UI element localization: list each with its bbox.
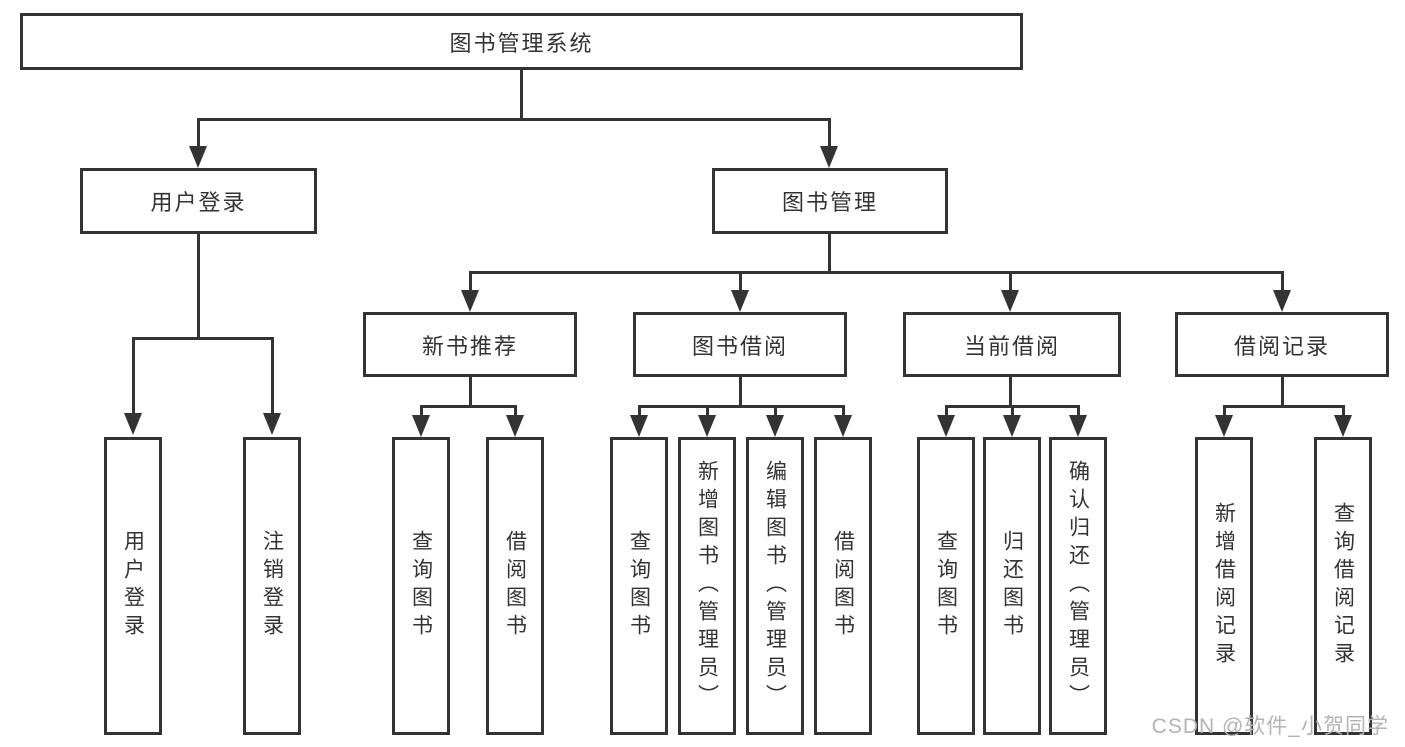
arrow-down-icon <box>506 415 524 437</box>
arrow-down-icon <box>834 415 852 437</box>
connector-arrow-stem <box>638 405 641 415</box>
leaf-add-book-admin-label: 新增图书（管理员） <box>695 460 719 712</box>
connector-arrow-stem <box>842 405 845 415</box>
connector-l3-stem <box>1009 377 1012 405</box>
leaf-query-books-2: 查询图书 <box>610 437 668 735</box>
leaf-add-book-admin: 新增图书（管理员） <box>678 437 736 735</box>
node-book-management: 图书管理 <box>712 168 948 234</box>
arrow-down-icon <box>124 413 142 435</box>
connector-l3-bar <box>638 405 844 408</box>
connector-arrow-stem <box>1011 405 1014 415</box>
leaf-query-borrow-record-label: 查询借阅记录 <box>1331 502 1355 670</box>
arrow-down-icon <box>731 290 749 312</box>
leaf-return-book-label: 归还图书 <box>1000 530 1024 642</box>
node-book-borrow: 图书借阅 <box>633 312 847 377</box>
node-new-book-recommend-label: 新书推荐 <box>421 333 518 359</box>
leaf-query-borrow-record: 查询借阅记录 <box>1314 437 1372 735</box>
connector-l3-bar <box>420 405 516 408</box>
connector-arrow-stem <box>1009 271 1012 290</box>
leaf-borrow-books-1-label: 借阅图书 <box>503 530 527 642</box>
connector-mgmt-bar <box>469 271 1283 274</box>
node-book-management-label: 图书管理 <box>781 190 878 215</box>
connector-arrow-stem <box>271 337 274 413</box>
connector-l3-stem <box>739 377 742 405</box>
leaf-confirm-return-admin-label: 确认归还（管理员） <box>1066 460 1090 712</box>
leaf-borrow-books-1: 借阅图书 <box>486 437 544 735</box>
watermark: CSDN @软件_小贺同学 <box>1151 715 1389 738</box>
leaf-user-login: 用户登录 <box>104 437 162 735</box>
connector-l3-stem <box>469 377 472 405</box>
connector-arrow-stem <box>420 405 423 415</box>
leaf-add-borrow-record-label: 新增借阅记录 <box>1212 502 1236 670</box>
connector-arrow-stem <box>1223 405 1226 415</box>
leaf-user-login-label: 用户登录 <box>121 530 145 642</box>
connector-l3-bar <box>1223 405 1344 408</box>
node-new-book-recommend: 新书推荐 <box>363 312 577 377</box>
leaf-add-borrow-record: 新增借阅记录 <box>1195 437 1253 735</box>
node-current-borrow: 当前借阅 <box>903 312 1121 377</box>
leaf-borrow-books-2: 借阅图书 <box>814 437 872 735</box>
node-user-login-label: 用户登录 <box>150 190 247 215</box>
arrow-down-icon <box>412 415 430 437</box>
connector-user-stem <box>197 234 200 337</box>
connector-arrow-stem <box>1281 271 1284 290</box>
arrow-down-icon <box>766 415 784 437</box>
leaf-logout: 注销登录 <box>243 437 301 735</box>
arrow-down-icon <box>1334 415 1352 437</box>
leaf-edit-book-admin: 编辑图书（管理员） <box>746 437 804 735</box>
node-current-borrow-label: 当前借阅 <box>963 333 1060 359</box>
arrow-down-icon <box>189 146 207 168</box>
arrow-down-icon <box>1273 290 1291 312</box>
arrow-down-icon <box>698 415 716 437</box>
arrow-down-icon <box>1215 415 1233 437</box>
connector-l3-stem <box>1281 377 1284 405</box>
arrow-down-icon <box>1003 415 1021 437</box>
leaf-query-books-1: 查询图书 <box>392 437 450 735</box>
connector-arrow-stem <box>706 405 709 415</box>
node-root-label: 图书管理系统 <box>449 30 594 56</box>
connector-arrow-stem <box>1077 405 1080 415</box>
node-root: 图书管理系统 <box>20 13 1023 70</box>
leaf-query-books-2-label: 查询图书 <box>627 530 651 642</box>
connector-arrow-stem <box>739 271 742 290</box>
connector-arrow-stem <box>1342 405 1345 415</box>
leaf-return-book: 归还图书 <box>983 437 1041 735</box>
arrow-down-icon <box>820 146 838 168</box>
connector-user-bar <box>132 337 274 340</box>
connector-arrow-stem <box>945 405 948 415</box>
connector-root-stem <box>520 70 523 118</box>
arrow-down-icon <box>937 415 955 437</box>
leaf-query-books-3-label: 查询图书 <box>934 530 958 642</box>
leaf-edit-book-admin-label: 编辑图书（管理员） <box>763 460 787 712</box>
leaf-confirm-return-admin: 确认归还（管理员） <box>1049 437 1107 735</box>
leaf-logout-label: 注销登录 <box>260 530 284 642</box>
connector-root-bar <box>197 118 831 121</box>
node-book-borrow-label: 图书借阅 <box>691 333 788 359</box>
connector-arrow-stem <box>514 405 517 415</box>
connector-arrow-stem <box>828 118 831 146</box>
arrow-down-icon <box>630 415 648 437</box>
connector-arrow-stem <box>469 271 472 290</box>
node-user-login: 用户登录 <box>80 168 317 234</box>
arrow-down-icon <box>1069 415 1087 437</box>
arrow-down-icon <box>263 413 281 435</box>
arrow-down-icon <box>461 290 479 312</box>
leaf-query-books-3: 查询图书 <box>917 437 975 735</box>
connector-arrow-stem <box>132 337 135 413</box>
leaf-query-books-1-label: 查询图书 <box>409 530 433 642</box>
node-borrow-records: 借阅记录 <box>1175 312 1389 377</box>
connector-mgmt-stem <box>828 234 831 271</box>
leaf-borrow-books-2-label: 借阅图书 <box>831 530 855 642</box>
connector-arrow-stem <box>774 405 777 415</box>
arrow-down-icon <box>1001 290 1019 312</box>
connector-arrow-stem <box>197 118 200 146</box>
node-borrow-records-label: 借阅记录 <box>1233 333 1330 359</box>
